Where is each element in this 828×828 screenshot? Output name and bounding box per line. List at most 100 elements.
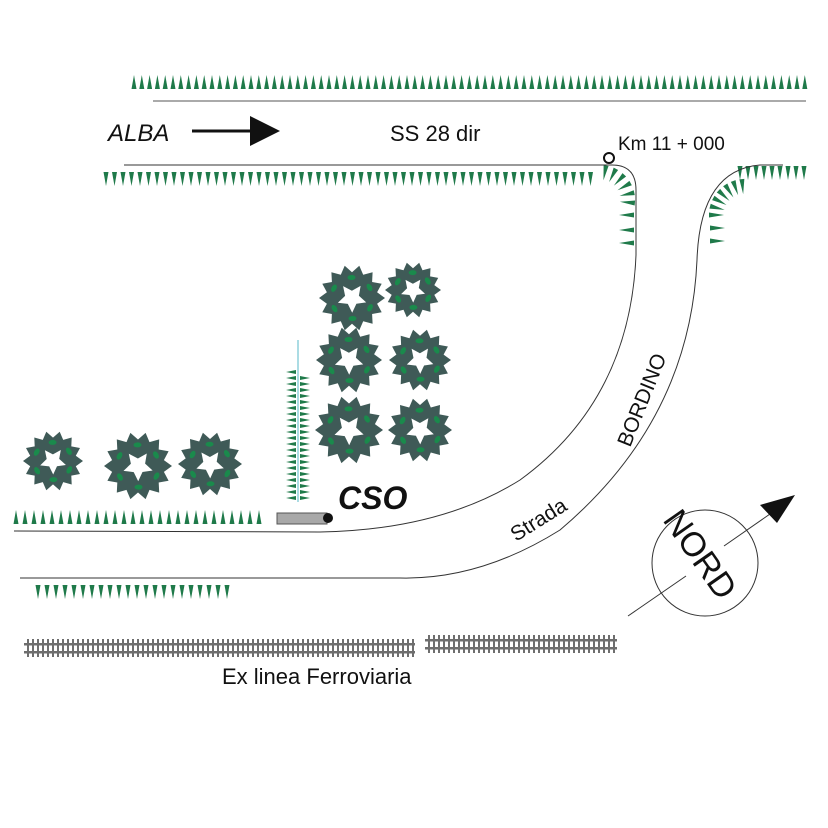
hedge-tooth (154, 172, 160, 186)
hedge-tooth (103, 510, 109, 524)
hedge-tooth (300, 460, 310, 464)
hedge-tooth (769, 166, 775, 180)
tree-icon (23, 431, 83, 491)
hedge-tooth (231, 172, 236, 186)
rail-tie (603, 635, 605, 653)
hedge-tooth (112, 172, 117, 186)
hedge-tooth (427, 75, 433, 89)
rail-tie (222, 639, 224, 657)
rail-tie (167, 639, 169, 657)
hedge-tooth (303, 75, 309, 89)
rail-tie (377, 639, 379, 657)
hedge-tooth (571, 172, 576, 186)
hedge-tooth (286, 430, 296, 434)
rail-tie (468, 635, 470, 653)
rail-tie (397, 639, 399, 657)
hedge-tooth (184, 510, 190, 524)
hedge-tooth (622, 75, 628, 89)
rail-tie (583, 635, 585, 653)
hedge-tooth (552, 75, 558, 89)
rail-tie (558, 635, 560, 653)
hedge-tooth (334, 75, 340, 89)
rail-tie (352, 639, 354, 657)
hedge-tooth (384, 172, 389, 186)
hedge-tooth (217, 75, 223, 89)
rail-tie (292, 639, 294, 657)
hedge-tooth (609, 167, 619, 183)
rail-tie (122, 639, 124, 657)
hedge-tooth (264, 75, 270, 89)
rail-tie (608, 635, 610, 653)
hedge-tooth (300, 412, 310, 416)
hedge-tooth (162, 75, 168, 89)
hedge-tooth (178, 75, 184, 89)
hedge-tooth (286, 442, 296, 446)
rail-tie (232, 639, 234, 657)
hedge-tooth (146, 172, 151, 186)
rail-tie (387, 639, 389, 657)
hedge-tooth (279, 75, 285, 89)
hedge-tooth (486, 172, 491, 186)
rail-tie (52, 639, 54, 657)
hedge-tooth (286, 388, 296, 392)
hedge-tooth (777, 166, 783, 180)
hedge-tooth (139, 75, 145, 89)
hedge-tooth (286, 448, 296, 452)
hedge-tooth (35, 585, 41, 599)
hedge-tooth (307, 172, 313, 186)
rail-tie (433, 635, 435, 653)
hedge-tooth (630, 75, 636, 89)
hedge-tooth (520, 172, 525, 186)
hedge-tooth (300, 430, 310, 434)
rail-tie (147, 639, 149, 657)
rail-tie (62, 639, 64, 657)
hedge-tooth (134, 585, 140, 599)
rail-tie (257, 639, 259, 657)
hedge-tooth (193, 75, 199, 89)
hedge-tooth (588, 172, 593, 186)
hedge-tooth (238, 510, 244, 524)
rail-tie (307, 639, 309, 657)
hedge-tooth (188, 172, 194, 186)
hedge-pipe (286, 370, 310, 500)
tree-icon (316, 327, 382, 393)
hedge-tooth (125, 585, 131, 599)
rail-tie (37, 639, 39, 657)
hedge-tooth (732, 75, 738, 89)
hedge-tooth (388, 75, 394, 89)
hedge-tooth (214, 172, 219, 186)
rail-tie (197, 639, 199, 657)
hedge-tooth (426, 172, 432, 186)
hedge-tooth (180, 172, 185, 186)
hedge-tooth (576, 75, 582, 89)
hedge-tooth (286, 370, 296, 374)
rail-tie (102, 639, 104, 657)
rail-tie (172, 639, 174, 657)
hedge-tooth (498, 75, 504, 89)
hedge-tooth (44, 585, 50, 599)
hedge-tooth (295, 75, 301, 89)
hedge-tooth (603, 165, 609, 181)
rail-tie (568, 635, 570, 653)
hedge-tooth (310, 75, 316, 89)
hedge-tooth (435, 75, 441, 89)
hedge-tooth (482, 75, 488, 89)
hedge-tooth (418, 172, 423, 186)
rail-tie (613, 635, 615, 653)
rail-tie (107, 639, 109, 657)
road-main-label: SS 28 dir (390, 121, 481, 146)
hedge-tooth (460, 172, 466, 186)
hedge-tooth (710, 225, 725, 231)
hedge-tooth (286, 490, 296, 494)
hedge-tooth (85, 510, 91, 524)
hedge-tooth (143, 585, 149, 599)
hedge-tooth (709, 203, 725, 210)
hedge-tooth (273, 172, 279, 186)
rail-tie (207, 639, 209, 657)
hedge-tooth (286, 418, 296, 422)
hedge-ss28-south (103, 172, 593, 186)
hedge-tooth (661, 75, 667, 89)
hedge-tooth (381, 75, 387, 89)
hedge-tooth (166, 510, 172, 524)
rail-tie (282, 639, 284, 657)
